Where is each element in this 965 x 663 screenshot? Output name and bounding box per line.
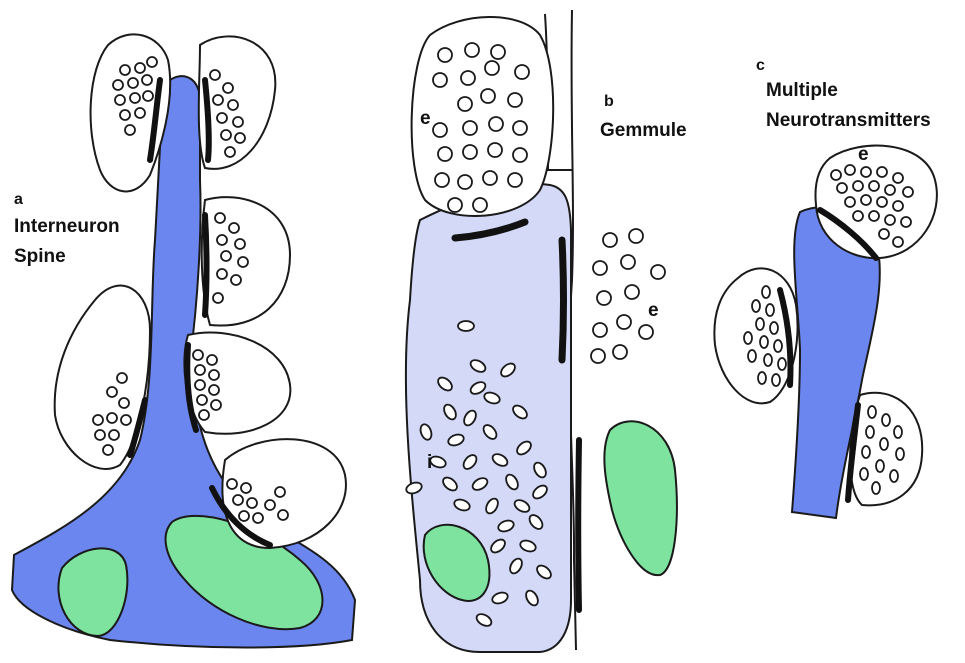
panel-a-letter: a [14,191,23,208]
marker-e-c: e [858,144,869,165]
panel-a: a Interneuron Spine [12,34,355,647]
panel-b: b Gemmule e e i [405,10,687,652]
terminal-a5 [55,286,150,469]
mitochondrion-outside [604,421,677,575]
panel-c-title-line1: Multiple [766,80,838,101]
marker-i-b: i [427,452,432,473]
panel-b-letter: b [604,93,614,110]
panel-b-title: Gemmule [600,120,687,141]
panel-c-letter: c [756,57,765,74]
panel-c: c Multiple Neurotransmitters e [714,57,937,518]
marker-e-terminal-b: e [420,108,431,129]
terminal-b [412,17,554,216]
panel-a-title-line1: Interneuron [14,216,120,237]
panel-a-title-line2: Spine [14,246,66,267]
panel-c-title-line2: Neurotransmitters [766,110,931,131]
marker-e-free-b: e [648,300,659,321]
terminal-c-left [714,268,797,403]
vesicles-b-free [591,229,665,363]
